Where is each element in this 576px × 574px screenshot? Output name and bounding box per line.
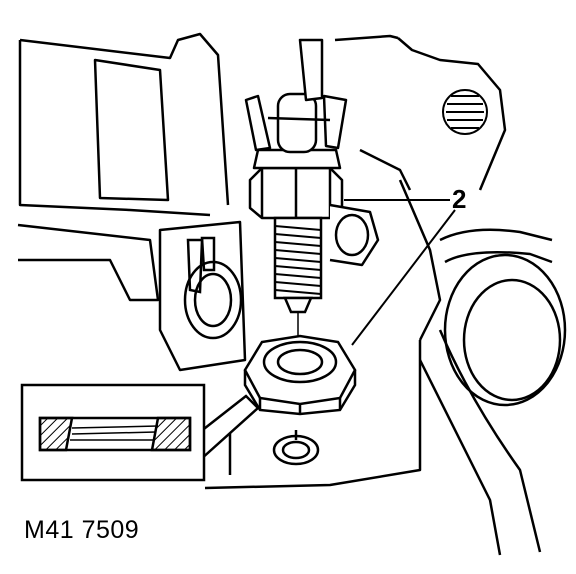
- switch-top-terminal: [244, 38, 348, 154]
- figure-code: M41 7509: [24, 516, 140, 544]
- large-cylinder-bore: [443, 253, 567, 407]
- side-boss: [183, 236, 243, 340]
- switch-threaded-stem: [273, 216, 323, 314]
- switch-hex-body: [248, 148, 380, 267]
- round-cap-plug: [442, 89, 488, 135]
- washer-section-inset: [20, 383, 260, 482]
- callout-number: 2: [452, 184, 467, 214]
- sealing-washer: [243, 334, 357, 416]
- engine-block-outline: [17, 32, 553, 556]
- callout-leaders: [344, 199, 456, 346]
- mounting-hole: [272, 430, 320, 466]
